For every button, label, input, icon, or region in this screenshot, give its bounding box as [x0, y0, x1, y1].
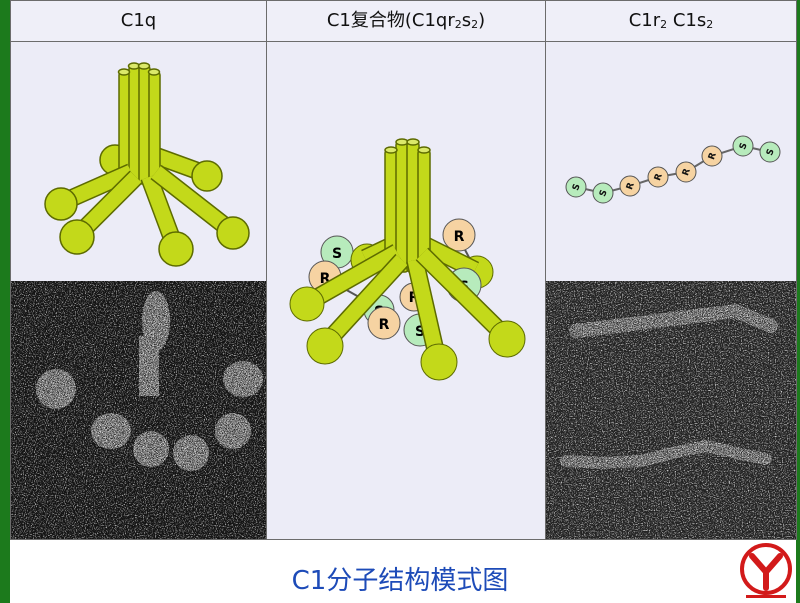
c1r2-c1s2-micrograph: [546, 281, 796, 539]
right-edge-bar: [796, 0, 800, 603]
chain-label-s: S: [765, 148, 777, 158]
c1-complex-diagram: R S R: [289, 138, 526, 381]
subunit-label-r: R: [320, 271, 331, 287]
c1r2-c1s2-chain-diagram: S S R R R R S S: [565, 135, 781, 204]
university-logo-icon: [740, 543, 792, 598]
panel-c1-complex: C1复合物(C1qr2s2) R S: [266, 0, 546, 540]
panel-title-c1q: C1q: [11, 1, 266, 42]
figure-caption: C1分子结构模式图: [291, 566, 509, 596]
chain-label-s: S: [598, 189, 610, 199]
c1q-diagram: [44, 62, 250, 267]
left-edge-bar: [0, 0, 10, 603]
subunit-label-r: R: [454, 229, 465, 245]
chain-label-r: R: [653, 172, 665, 182]
subunit-label-r: R: [409, 290, 420, 306]
panel-c1q: C1q: [10, 0, 267, 540]
c1q-head: [191, 160, 223, 192]
subunit-label-s: S: [415, 324, 425, 340]
c1q-head: [59, 219, 95, 255]
chain-label-r: R: [625, 181, 637, 191]
subunit-label-s: S: [332, 246, 342, 262]
c1q-head: [216, 216, 250, 250]
subunit-label-r: R: [379, 317, 390, 333]
chain-label-r: R: [681, 167, 693, 177]
c1q-head: [44, 187, 78, 221]
chain-label-s: S: [738, 142, 750, 152]
chain-label-s: S: [571, 183, 583, 193]
chain-label-r: R: [707, 151, 719, 161]
panel-c1r2-c1s2: C1r2 C1s2 S S R R R R S S: [545, 0, 797, 540]
panel-title-c1-complex: C1复合物(C1qr2s2): [267, 1, 545, 42]
c1q-micrograph: [11, 281, 266, 539]
panel-title-c1r2-c1s2: C1r2 C1s2: [546, 1, 796, 42]
c1q-head: [158, 231, 194, 267]
